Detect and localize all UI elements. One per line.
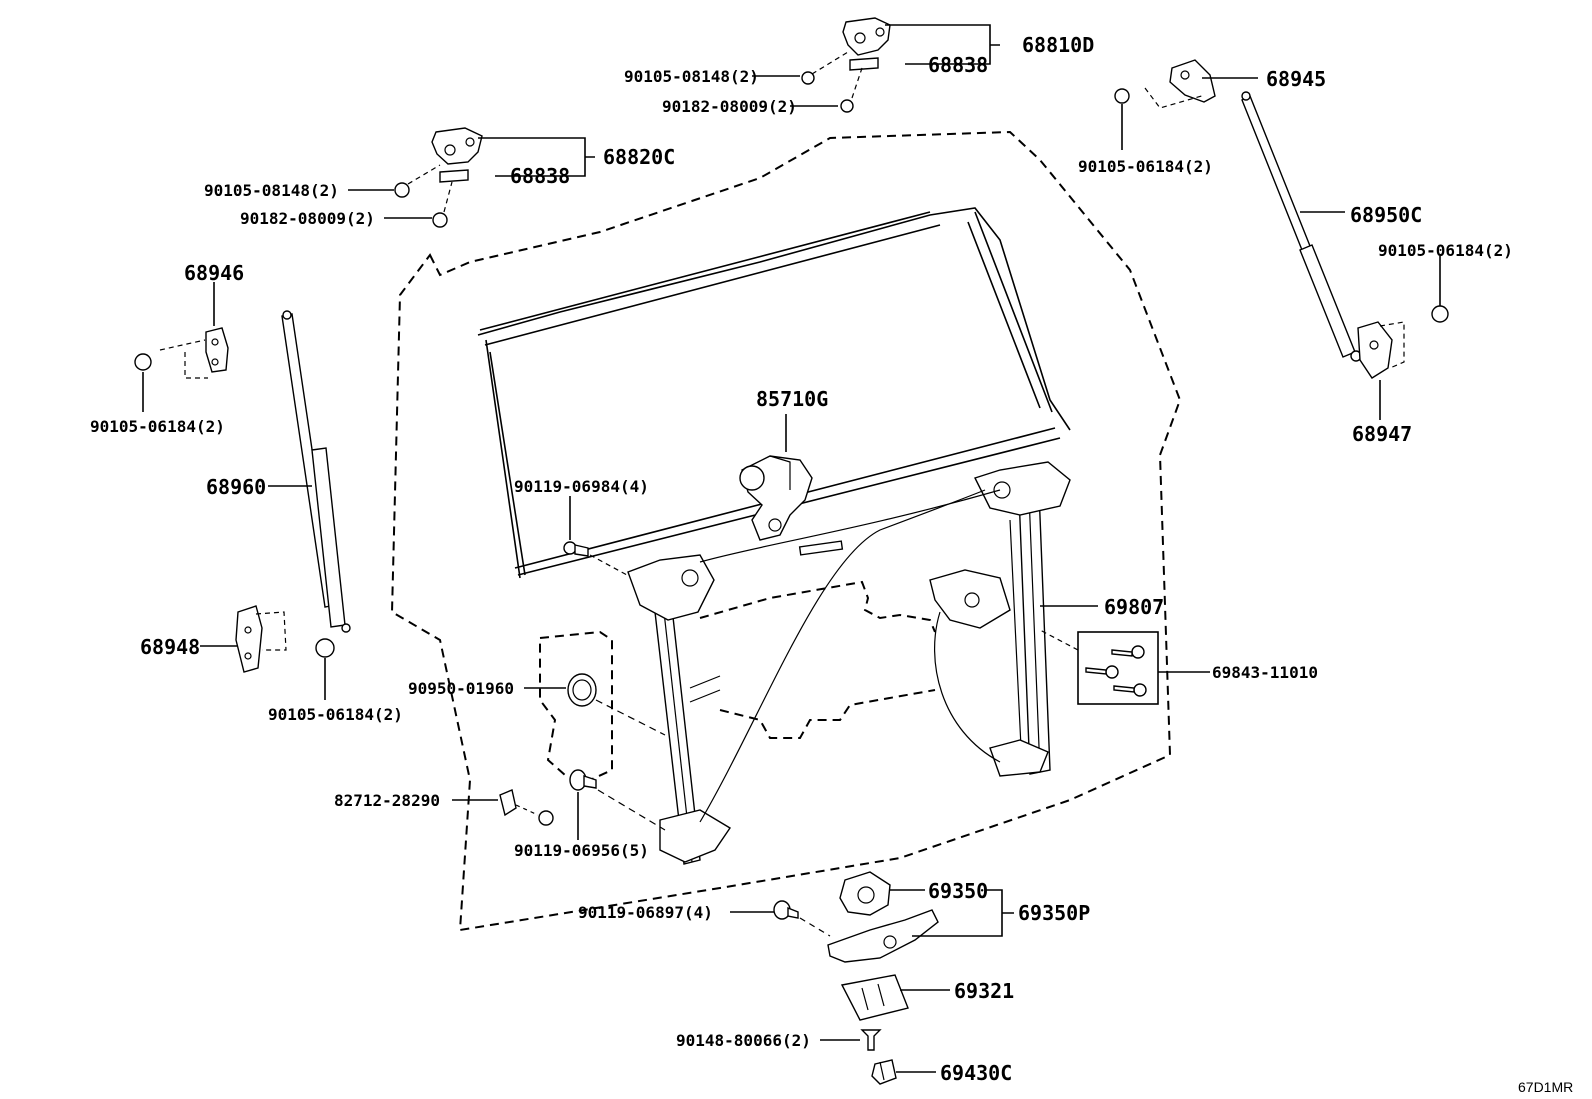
screw-90148-80066-icon [860,1029,882,1051]
label-90182-08009-b: 90182-08009(2) [240,209,375,228]
bolt-90119-06956-icon [569,769,666,831]
label-68946: 68946 [184,261,244,285]
plug-90950-01960-icon [567,673,666,736]
plate-69321-icon [840,974,909,1021]
window-glass-edge [479,211,1061,576]
label-69843-11010: 69843-11010 [1212,663,1318,682]
strut-68960-icon [281,310,351,633]
diagram-ref-code: 67D1MR [1518,1079,1573,1095]
label-90950-01960: 90950-01960 [408,679,514,698]
label-90105-06184-a: 90105-06184(2) [1078,157,1213,176]
window-frame [477,207,1071,579]
label-68820C: 68820C [603,145,675,169]
bolt-kit-69843-11010-icon [1039,629,1159,705]
label-68947: 68947 [1352,422,1412,446]
label-90105-08148-b: 90105-08148(2) [204,181,339,200]
hinge-68810D-icon [801,17,891,113]
label-90182-08009-a: 90182-08009(2) [662,97,797,116]
label-68945: 68945 [1266,67,1326,91]
bolt-90119-06897-icon [773,900,831,937]
inner-panel-outline [699,580,936,739]
bolt-90119-06984-icon [563,541,641,583]
label-90148-80066: 90148-80066(2) [676,1031,811,1050]
label-90119-06956: 90119-06956(5) [514,841,649,860]
label-68948: 68948 [140,635,200,659]
access-hole-outline [539,630,613,782]
clamp-82712-28290-icon [499,789,554,826]
bracket-68946-icon [134,327,229,379]
label-69430C: 69430C [940,1061,1012,1085]
leader-69350P [912,889,1014,937]
bracket-68948-icon [235,605,335,673]
label-69350P: 69350P [1018,901,1090,925]
label-82712-28290: 82712-28290 [334,791,440,810]
label-90105-06184-b: 90105-06184(2) [1378,241,1513,260]
label-69350: 69350 [928,879,988,903]
label-69321: 69321 [954,979,1014,1003]
bracket-68947-icon [1357,305,1449,379]
label-90105-06184-c: 90105-06184(2) [90,417,225,436]
label-90105-08148-a: 90105-08148(2) [624,67,759,86]
hinge-68820C-icon [394,127,483,228]
label-68838-a: 68838 [928,53,988,77]
leader-68810D [885,24,1000,65]
label-69807: 69807 [1104,595,1164,619]
motor-85710G-icon [739,455,813,541]
fastener-69430C-icon [871,1059,897,1085]
strut-68950C-icon [1241,91,1362,362]
label-68950C: 68950C [1350,203,1422,227]
label-90105-06184-d: 90105-06184(2) [268,705,403,724]
label-68838-b: 68838 [510,164,570,188]
door-outline [390,130,1182,932]
label-90119-06897: 90119-06897(4) [578,903,713,922]
leader-68820C [478,137,595,177]
regulator-69807-icon [627,461,1071,865]
label-90119-06984: 90119-06984(4) [514,477,649,496]
label-68960: 68960 [206,475,266,499]
bracket-68945-icon [1114,59,1216,109]
label-85710G: 85710G [756,387,828,411]
label-68810D: 68810D [1022,33,1094,57]
lock-69350-icon [827,871,939,963]
